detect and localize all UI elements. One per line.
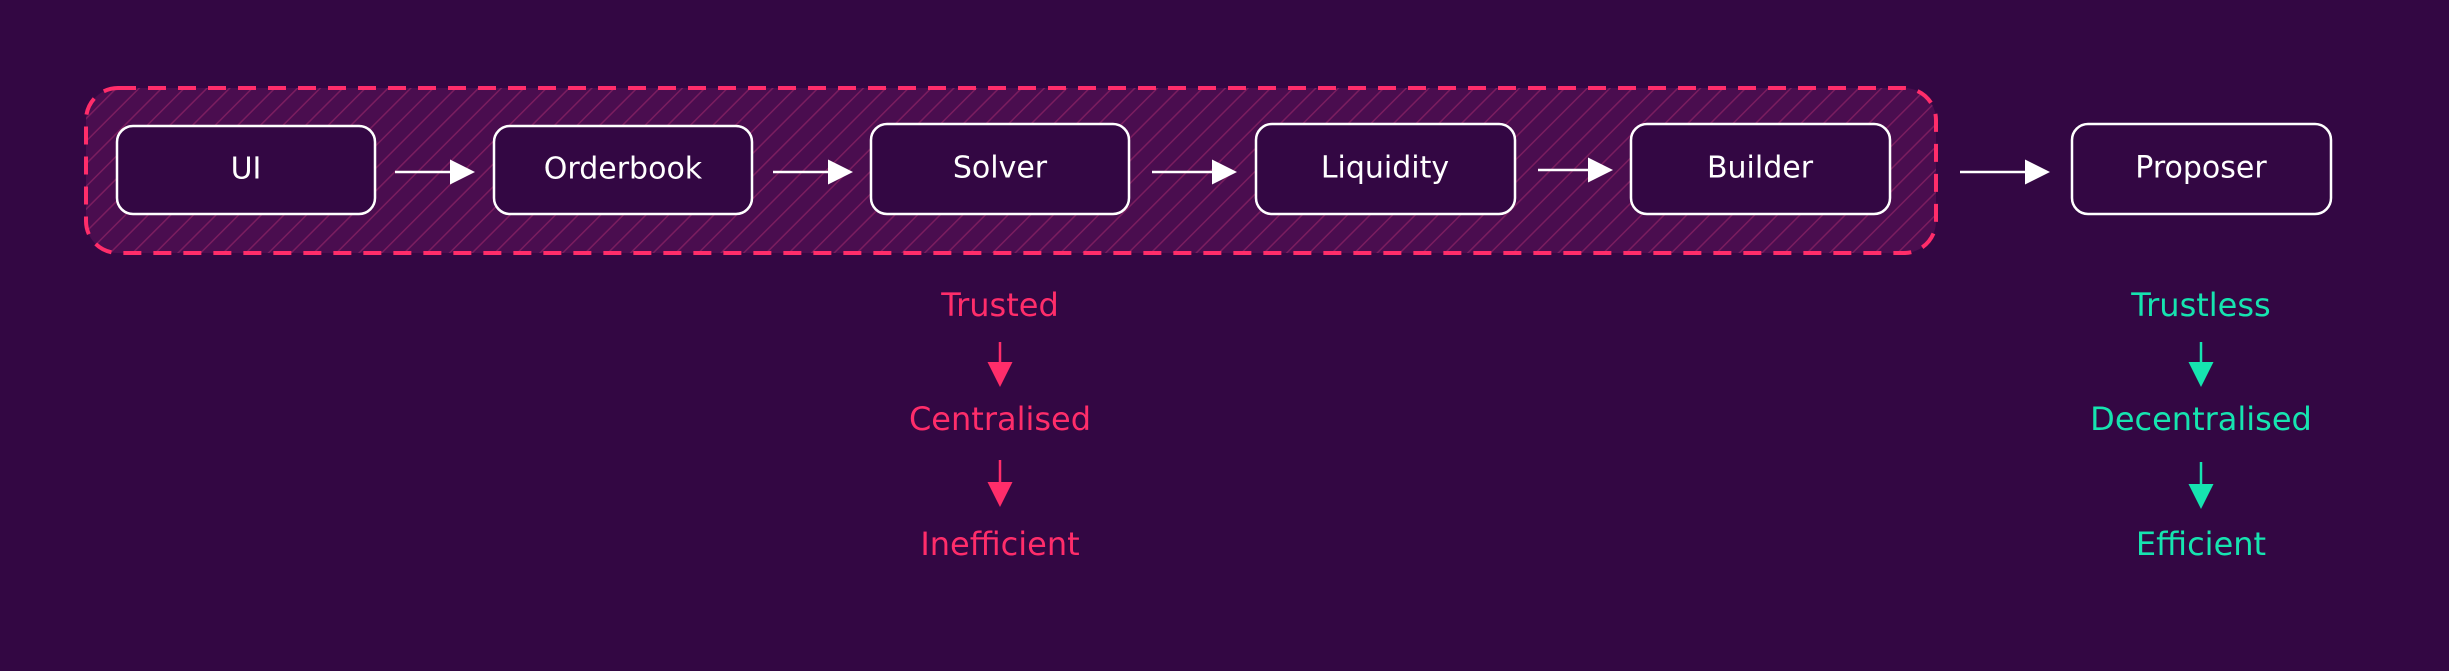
node-ui-label: UI: [231, 152, 262, 187]
centralised-label: Centralised: [909, 400, 1091, 438]
node-proposer: Proposer: [2070, 122, 2333, 216]
node-ui: UI: [115, 124, 377, 216]
node-orderbook-label: Orderbook: [544, 152, 703, 187]
efficient-label: Efficient: [2136, 525, 2266, 563]
node-solver: Solver: [869, 122, 1131, 216]
trusted-label: Trusted: [940, 286, 1059, 324]
decentralised-label: Decentralised: [2090, 400, 2312, 438]
node-builder: Builder: [1629, 122, 1892, 216]
node-liquidity-label: Liquidity: [1321, 151, 1449, 186]
trustless-label: Trustless: [2130, 286, 2270, 324]
node-liquidity: Liquidity: [1254, 122, 1517, 216]
node-builder-label: Builder: [1707, 151, 1814, 186]
inefficient-label: Inefficient: [920, 525, 1079, 563]
node-proposer-label: Proposer: [2135, 151, 2267, 186]
node-orderbook: Orderbook: [492, 124, 754, 216]
node-solver-label: Solver: [953, 151, 1048, 186]
